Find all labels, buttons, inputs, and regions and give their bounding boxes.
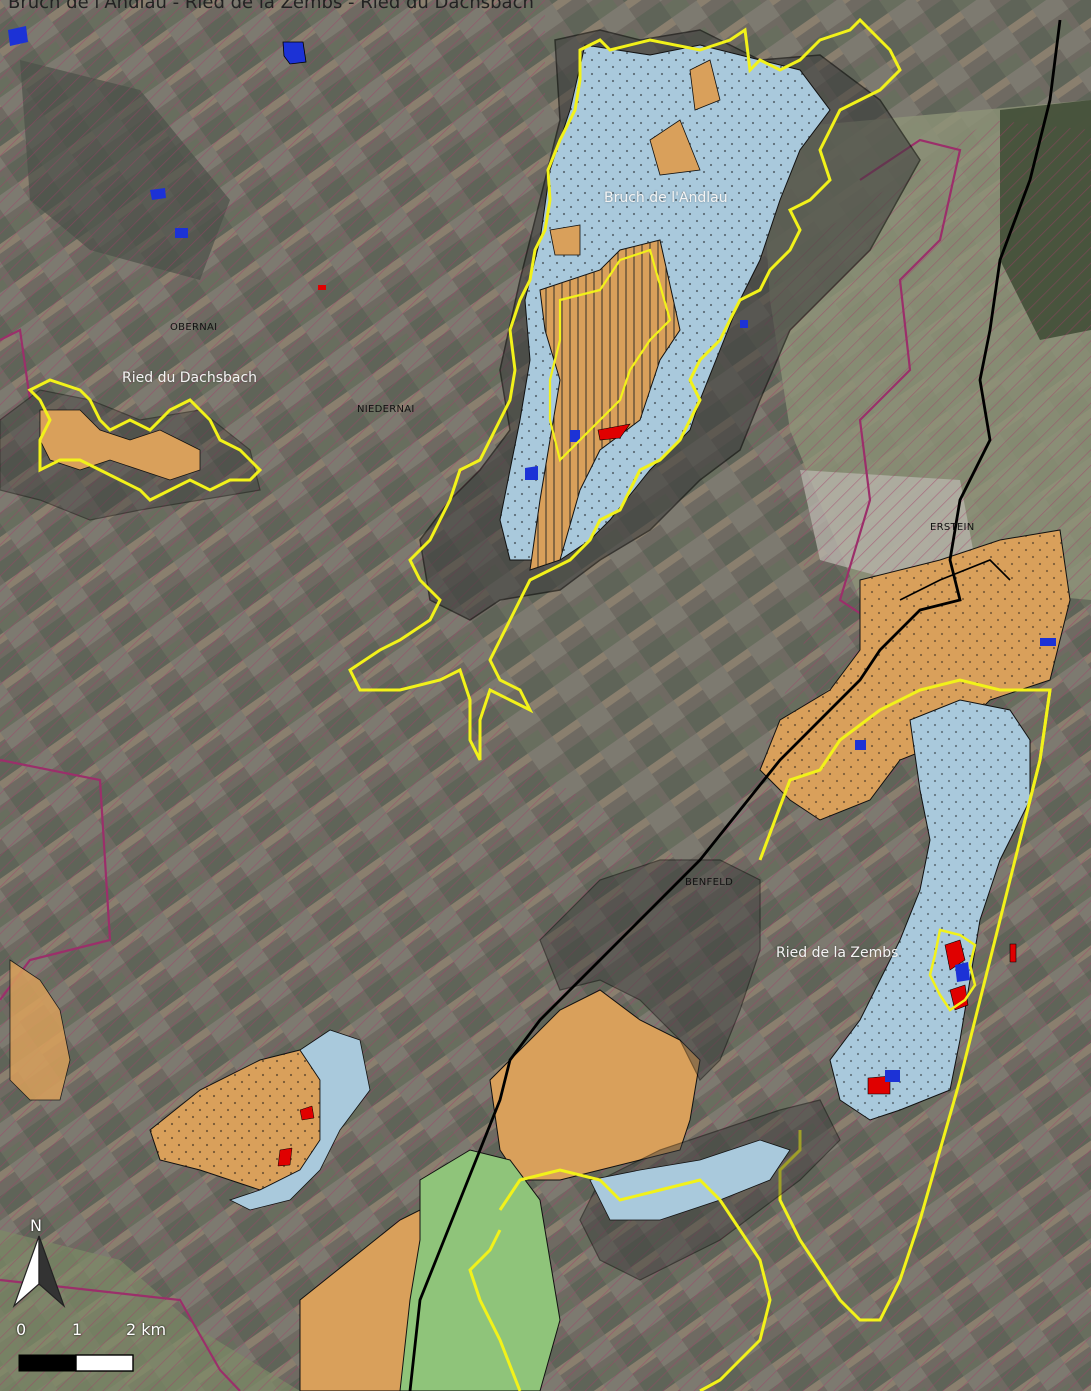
north-west-blue-patches [150, 188, 188, 238]
north-arrow-icon [12, 1235, 66, 1308]
east-orange-dots [760, 530, 1070, 820]
yellow-east-line [1018, 689, 1052, 841]
dachsbach-yellow-boundary [27, 378, 263, 502]
place-label-niedernai: NIEDERNAI [357, 404, 415, 415]
river-secondary [899, 559, 1011, 601]
west-orange-dots [150, 1050, 320, 1190]
bruch-red-patch [597, 423, 631, 441]
place-label-obernai: OBERNAI [170, 322, 218, 333]
bruch-orange-north [549, 59, 721, 256]
west-red-patches [277, 1105, 315, 1167]
site-label-zembs: Ried de la Zembs [776, 945, 899, 961]
zembs-large-yellow [758, 678, 1052, 1322]
zembs-small-yellow [928, 928, 977, 1012]
scale-bar [18, 1354, 134, 1372]
site-label-bruch: Bruch de l'Andlau [604, 190, 728, 206]
south-dark-complex [539, 859, 761, 1082]
scale-label-2km: 2 km [126, 1320, 167, 1339]
river-ill [408, 19, 1062, 1391]
place-label-benfeld: BENFELD [685, 877, 734, 888]
scale-label-0: 0 [16, 1320, 27, 1339]
zembs-red-patches [867, 939, 1017, 1095]
bruch-inner-yellow [548, 248, 672, 463]
map-title: Bruch de l'Andlau - Ried de la Zembs - R… [8, 0, 534, 13]
site-label-dachsbach: Ried du Dachsbach [122, 370, 258, 386]
south-orange-habitat [489, 989, 701, 1181]
north-blue-patch [282, 41, 307, 65]
west-blue-habitat [228, 1029, 371, 1211]
south-blue-strip [589, 1139, 791, 1221]
south-yellow-boundary [468, 1168, 772, 1391]
bruch-yellow-boundary [348, 17, 902, 761]
green-habitat [399, 1149, 561, 1391]
north-letter: N [30, 1216, 42, 1235]
dachsbach-orange-habitat [39, 409, 201, 481]
top-left-blue [8, 26, 28, 46]
far-west-orange [9, 959, 71, 1101]
north-red-patch [318, 285, 326, 290]
bruch-vertical-hatch [530, 240, 680, 570]
zembs-blue-dots [830, 700, 1030, 1120]
place-label-erstein: ERSTEIN [930, 522, 975, 533]
scale-label-1: 1 [72, 1320, 83, 1339]
zone-border-line [0, 138, 962, 1391]
